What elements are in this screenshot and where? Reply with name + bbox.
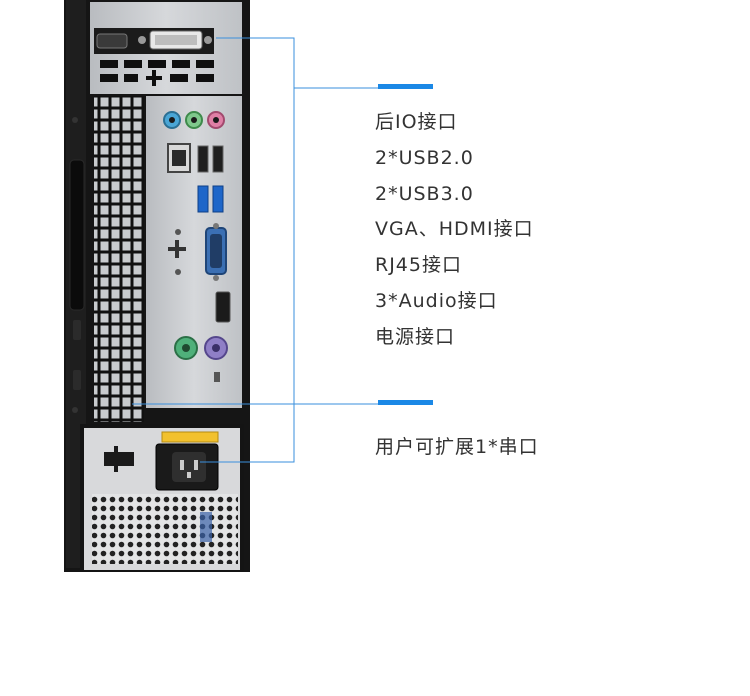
io-feature-item: 2*USB3.0	[375, 183, 474, 205]
hdmi-port	[215, 291, 231, 323]
serial-feature-item: 用户可扩展1*串口	[375, 436, 539, 458]
io-feature-item: 后IO接口	[375, 111, 458, 133]
io-feature-item: 3*Audio接口	[375, 290, 498, 312]
io-panel	[146, 96, 242, 408]
io-feature-item: VGA、HDMI接口	[375, 218, 534, 240]
io-feature-item: RJ45接口	[375, 254, 462, 276]
usb2-port-2	[212, 145, 224, 173]
hdmi-port-top	[96, 33, 128, 49]
serial-section-accent-bar	[378, 400, 433, 405]
psu-warning-label	[161, 431, 219, 443]
usb3-port-1	[197, 185, 209, 213]
usb3-port-2	[212, 185, 224, 213]
chassis-handle	[69, 159, 85, 311]
usb2-port-1	[197, 145, 209, 173]
vent-grill	[94, 96, 144, 422]
io-section-accent-bar	[378, 84, 433, 89]
io-feature-item: 电源接口	[375, 326, 456, 348]
io-feature-item: 2*USB2.0	[375, 147, 474, 169]
psu-fan-holes	[92, 494, 238, 564]
